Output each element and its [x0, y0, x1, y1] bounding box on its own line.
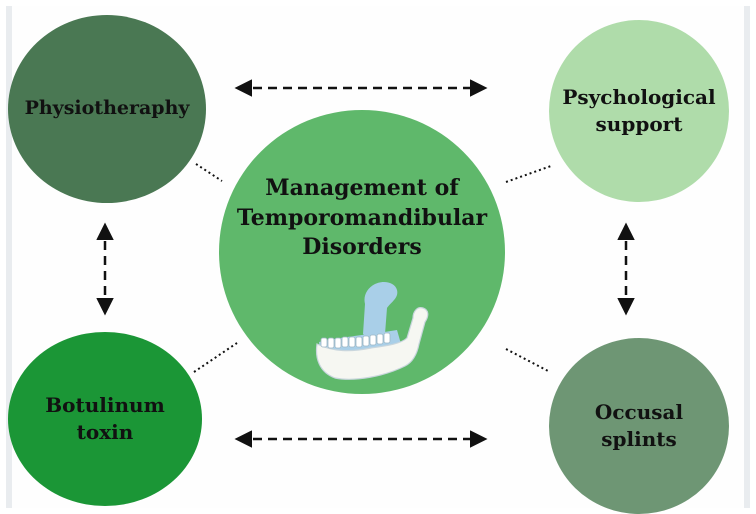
dotted-link-physio	[195, 163, 223, 182]
node-botulinum-toxin: Botulinum toxin	[8, 332, 202, 506]
center-label: Management of Temporomandibular Disorder…	[236, 175, 488, 261]
node-label: Occusal splints	[594, 400, 684, 451]
node-occusal-splints: Occusal splints	[549, 338, 729, 514]
jaw-bone-icon	[315, 282, 429, 380]
dotted-link-psych	[505, 165, 552, 183]
node-label: Physiotheraphy	[24, 97, 190, 120]
dotted-link-botu	[193, 342, 238, 373]
node-psychological-support: Psychological support	[549, 20, 729, 202]
node-label: Psychological support	[562, 85, 716, 136]
dotted-link-occ	[505, 348, 551, 373]
node-label: Botulinum toxin	[45, 393, 165, 444]
node-physiotherapy: Physiotheraphy	[8, 15, 206, 203]
